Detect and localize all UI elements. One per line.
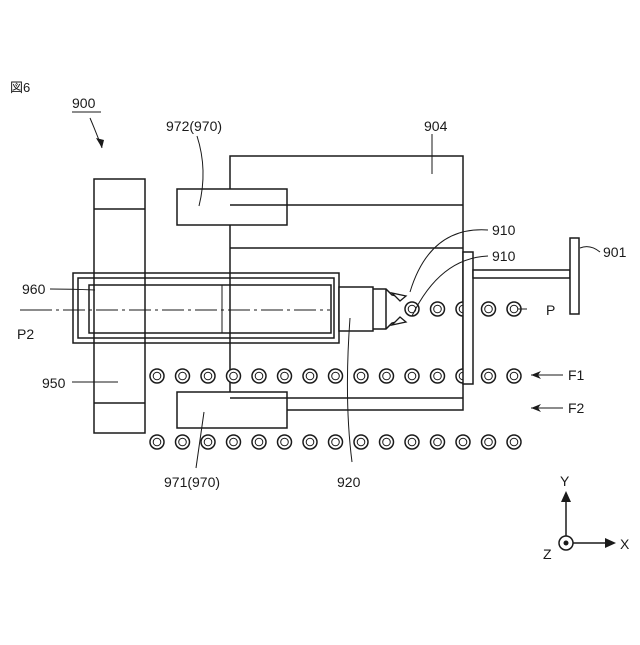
workpiece-roller (431, 302, 445, 316)
upper-roller (201, 369, 215, 383)
actuator-972 (177, 189, 287, 225)
label-960: 960 (22, 281, 46, 297)
upper-roller (380, 369, 394, 383)
lower-roller (303, 435, 317, 449)
upper-roller (354, 369, 368, 383)
label-910-lower: 910 (492, 248, 516, 264)
lower-roller (482, 435, 496, 449)
head-920 (339, 287, 373, 331)
rod-901-flange (570, 238, 579, 314)
workpiece-roller (482, 302, 496, 316)
label-900: 900 (72, 95, 96, 111)
axis-y-label: Y (560, 473, 570, 489)
upper-roller (150, 369, 164, 383)
plate-right (463, 252, 473, 384)
upper-roller (507, 369, 521, 383)
lower-roller (329, 435, 343, 449)
lower-roller (354, 435, 368, 449)
lower-roller (456, 435, 470, 449)
upper-roller (303, 369, 317, 383)
lower-roller (278, 435, 292, 449)
rod-901-shaft (473, 270, 570, 278)
upper-roller (482, 369, 496, 383)
workpiece-roller (405, 302, 419, 316)
label-910-upper: 910 (492, 222, 516, 238)
label-901: 901 (603, 244, 627, 260)
label-f2: F2 (568, 400, 585, 416)
coordinate-axes: Y X Z (543, 473, 630, 562)
upper-roller (227, 369, 241, 383)
label-972: 972(970) (166, 118, 222, 134)
upper-roller (176, 369, 190, 383)
label-971: 971(970) (164, 474, 220, 490)
lower-roller (507, 435, 521, 449)
axis-y-arrowhead (561, 491, 571, 502)
label-f1: F1 (568, 367, 585, 383)
label-920: 920 (337, 474, 361, 490)
axis-x-label: X (620, 536, 630, 552)
lower-roller (405, 435, 419, 449)
label-p2: P2 (17, 326, 34, 342)
upper-roller (278, 369, 292, 383)
axis-z-label: Z (543, 546, 552, 562)
leader-901 (580, 247, 600, 252)
lower-roller (176, 435, 190, 449)
upper-roller (329, 369, 343, 383)
lower-roller (431, 435, 445, 449)
upper-roller (431, 369, 445, 383)
flow-arrow-f2 (531, 404, 563, 412)
frame-950-body (94, 179, 145, 433)
upper-roller (252, 369, 266, 383)
lower-roller (380, 435, 394, 449)
lower-roller-row (150, 435, 521, 449)
lower-roller (252, 435, 266, 449)
frame-950 (94, 179, 145, 433)
lower-roller (201, 435, 215, 449)
label-950: 950 (42, 375, 66, 391)
axis-x-arrowhead (605, 538, 616, 548)
label-904: 904 (424, 118, 448, 134)
figure-number: 図6 (10, 80, 30, 95)
label-900-arrowhead (96, 138, 104, 148)
lower-roller (227, 435, 241, 449)
lower-roller (150, 435, 164, 449)
label-p: P (546, 302, 555, 318)
axis-z-dot (564, 541, 569, 546)
upper-roller (405, 369, 419, 383)
flow-arrow-f1 (531, 371, 563, 379)
